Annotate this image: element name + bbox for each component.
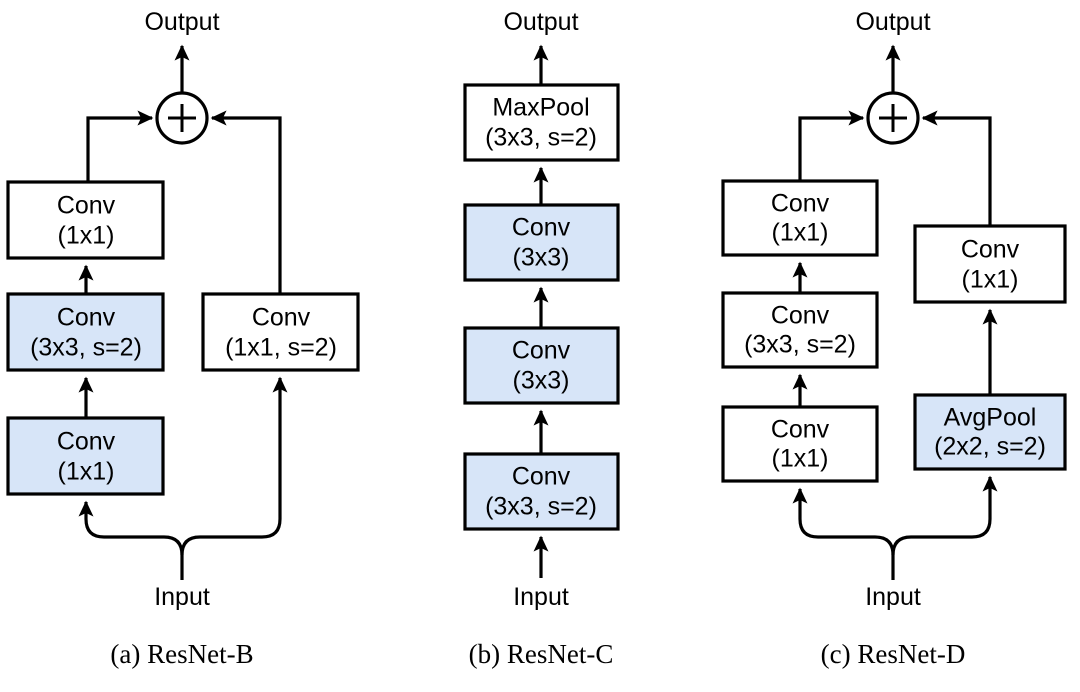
- output-label-a: Output: [144, 8, 219, 36]
- edge-input-to-main-c: [792, 487, 895, 580]
- box-c-shortcut-conv-title: Conv: [961, 236, 1020, 264]
- box-b-conv2-title: Conv: [512, 337, 571, 365]
- edge-shortcut-to-sum-a: [210, 110, 282, 294]
- box-b-conv2-subtitle: (3x3): [513, 367, 570, 395]
- box-b-conv-3x3-second: [463, 326, 620, 405]
- caption-resnet-c: (b) ResNet-C: [469, 639, 614, 669]
- plus-icon-c: [879, 104, 907, 132]
- box-c-avgpool-title: AvgPool: [944, 404, 1037, 432]
- edge-input-to-shortcut-a: [180, 376, 288, 556]
- output-label-c: Output: [855, 8, 930, 36]
- panel-resnet-c: Output MaxPool (3x3, s=2) Conv (3x3) Con…: [463, 8, 620, 669]
- panel-resnet-b: Output + Conv (1x1) Conv (3x3, s=2) Conv…: [6, 8, 360, 669]
- box-a-conv-1x1-bottom-subtitle: (1x1): [58, 458, 115, 486]
- edge-input-to-main-a: [78, 500, 184, 580]
- edge-main-to-sum-c: [798, 110, 865, 181]
- caption-resnet-b: (a) ResNet-B: [110, 639, 253, 669]
- box-c-conv-1x1-bottom-title: Conv: [771, 416, 830, 444]
- box-c-conv-3x3-s2: [721, 291, 879, 369]
- box-a-shortcut-subtitle: (1x1, s=2): [225, 334, 337, 362]
- box-b-conv3-title: Conv: [512, 214, 571, 242]
- box-c-conv-1x1-shortcut: [913, 224, 1067, 304]
- box-c-conv-1x1-top-subtitle: (1x1): [772, 219, 829, 247]
- box-c-conv-1x1-bottom-subtitle: (1x1): [772, 445, 829, 473]
- input-label-b: Input: [513, 583, 569, 611]
- panel-resnet-d: Output + Conv (1x1) Conv (3x3, s=2) Conv…: [721, 8, 1067, 669]
- box-a-conv-1x1-top: [6, 180, 165, 260]
- box-c-avgpool-2x2-s2: [913, 393, 1067, 471]
- box-a-conv-1x1-bottom-title: Conv: [57, 428, 116, 456]
- box-a-conv-3x3-s2-subtitle: (3x3, s=2): [30, 334, 142, 362]
- box-c-conv-1x1-top-title: Conv: [771, 190, 830, 218]
- box-c-conv-1x1-bottom: [721, 405, 879, 483]
- edge-main-to-sum-a: [86, 110, 154, 182]
- edge-input-to-shortcut-c: [891, 475, 998, 556]
- input-label-a: Input: [154, 583, 210, 611]
- plus-icon-a: [168, 104, 196, 132]
- box-b-maxpool-3x3-s2: [463, 83, 620, 162]
- box-a-conv-1x1-top-subtitle: (1x1): [58, 222, 115, 250]
- input-label-c: Input: [865, 583, 921, 611]
- box-c-conv-3x3-s2-subtitle: (3x3, s=2): [744, 331, 856, 359]
- box-c-conv-3x3-s2-title: Conv: [771, 302, 830, 330]
- box-a-conv-1x1-top-title: Conv: [57, 192, 116, 220]
- box-a-conv-1x1-s2-shortcut: [201, 292, 360, 372]
- box-b-conv-3x3-third: [463, 203, 620, 282]
- caption-resnet-d: (c) ResNet-D: [821, 639, 966, 669]
- box-c-shortcut-conv-subtitle: (1x1): [962, 266, 1019, 294]
- box-b-conv1-subtitle: (3x3, s=2): [485, 493, 597, 521]
- box-c-conv-1x1-top: [721, 179, 879, 257]
- box-a-shortcut-title: Conv: [252, 304, 311, 332]
- box-c-avgpool-subtitle: (2x2, s=2): [934, 433, 1046, 461]
- box-a-conv-3x3-s2: [6, 292, 165, 372]
- box-b-conv1-title: Conv: [512, 463, 571, 491]
- output-label-b: Output: [503, 8, 578, 36]
- box-a-conv-1x1-bottom: [6, 416, 165, 496]
- box-b-conv3-subtitle: (3x3): [513, 244, 570, 272]
- box-a-conv-3x3-s2-title: Conv: [57, 304, 116, 332]
- box-b-maxpool-title: MaxPool: [492, 94, 589, 122]
- box-b-maxpool-subtitle: (3x3, s=2): [485, 124, 597, 152]
- box-b-conv-3x3-s2-first: [463, 452, 620, 531]
- edge-shortcut-to-sum-c: [921, 110, 992, 226]
